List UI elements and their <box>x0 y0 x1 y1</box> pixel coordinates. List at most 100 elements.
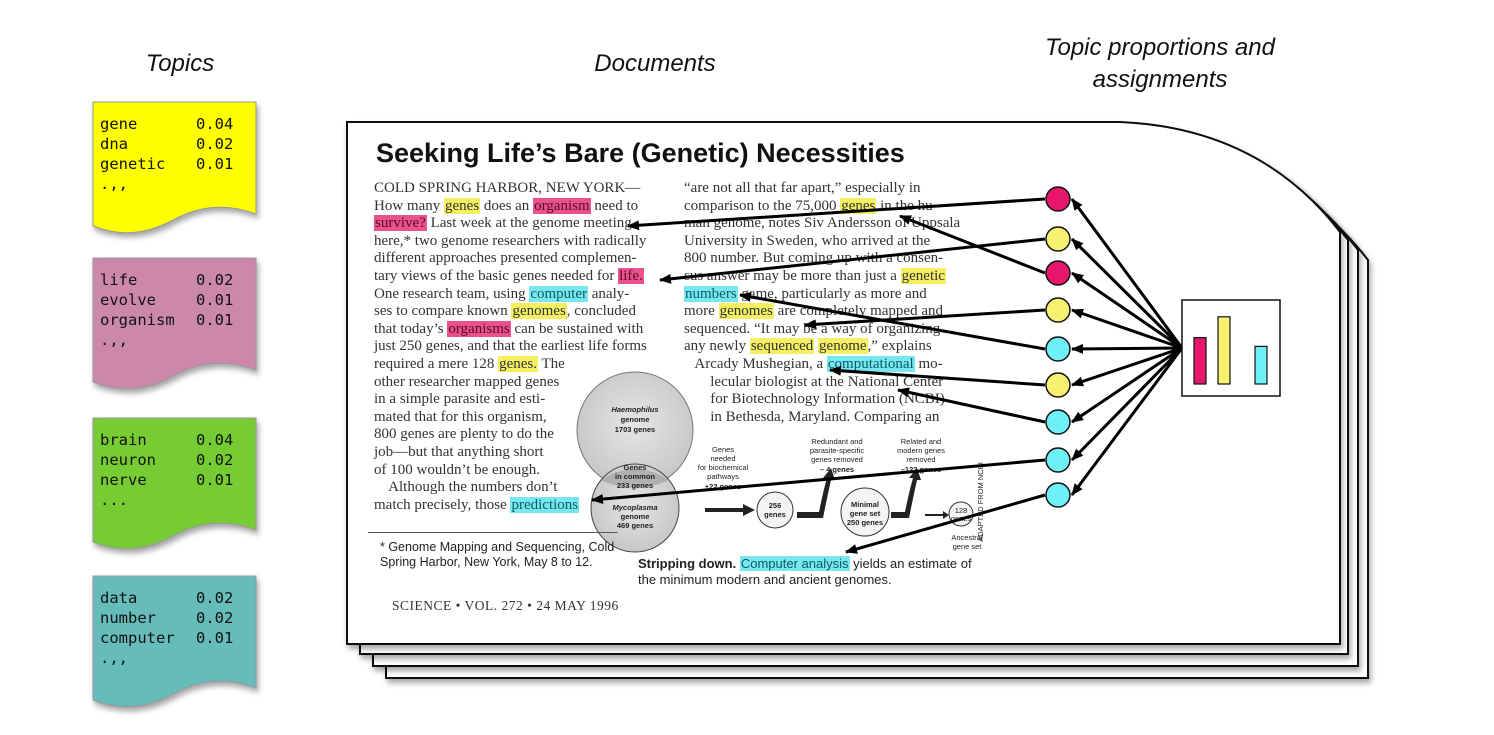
highlighted-word: organisms <box>447 320 511 337</box>
article-line: COLD SPRING HARBOR, NEW YORK— <box>374 180 664 198</box>
redundant-label-3: genes removed <box>811 455 863 464</box>
article-text: One research team, using <box>374 285 530 302</box>
histogram-to-circle-arrow <box>1071 346 1183 387</box>
article-line: “are not all that far apart,” especially… <box>684 180 974 198</box>
assignment-circle-cyan <box>1045 447 1071 473</box>
minimal-label-3: 250 genes <box>847 518 883 527</box>
histogram-to-circle-arrow <box>1071 343 1183 354</box>
article-text: ses to compare known <box>374 303 512 320</box>
topic-card-background <box>92 257 257 390</box>
related-label-3: removed <box>906 455 935 464</box>
article-text: different approaches presented complemen… <box>374 250 637 267</box>
article-text: required a mere 128 <box>374 355 499 372</box>
topic-word: data <box>100 589 138 607</box>
article-line: in a simple parasite and esti- <box>374 391 664 409</box>
related-label-1: Related and <box>901 437 941 446</box>
genes-128-label-1: 128 <box>955 506 968 515</box>
ancestral-label-2: gene set <box>953 542 983 551</box>
genes-256-label-2: genes <box>764 510 786 519</box>
histogram-to-circle-arrow <box>1071 346 1183 424</box>
article-text: Although the numbers don’t <box>374 479 558 496</box>
documents-heading: Documents <box>594 50 716 77</box>
topic-word: computer <box>100 629 175 647</box>
histogram-to-circle-arrow <box>1071 271 1183 350</box>
histogram-bar-cyan <box>1254 345 1268 385</box>
assignment-circle-yellow <box>1045 297 1071 323</box>
article-line: How many genes does an organism need to <box>374 197 664 216</box>
article-line: that today’s organisms can be sustained … <box>374 320 664 339</box>
article-text: more <box>684 303 719 320</box>
topic-card-shape <box>92 101 257 234</box>
topic-more-ellipsis: .,, <box>100 649 128 667</box>
topic-word: gene <box>100 115 138 133</box>
circle-to-word-arrow <box>899 214 1046 275</box>
topic-proportions-heading: Topic proportions and assignments <box>970 32 1350 96</box>
topic-word-probability: 0.01 <box>196 311 234 329</box>
article-text: in a simple parasite and esti- <box>374 391 546 408</box>
article-text: COLD SPRING HARBOR, NEW YORK— <box>374 180 641 196</box>
topic-word: life <box>100 271 138 289</box>
article: Seeking Life’s Bare (Genetic) Necessitie… <box>346 122 1356 632</box>
topic-word: dna <box>100 135 128 153</box>
common-label-2: in common <box>615 472 655 481</box>
article-text: analy- <box>588 285 630 302</box>
article-text: comparison to the 75,000 <box>684 197 841 214</box>
article-left-column: COLD SPRING HARBOR, NEW YORK—How many ge… <box>374 180 664 514</box>
minimal-set-circle <box>840 487 890 537</box>
circle-to-word-arrow <box>804 308 1046 330</box>
histogram-to-circle-arrow <box>1070 198 1184 349</box>
article-text: of 100 wouldn’t be enough. <box>374 461 540 478</box>
highlighted-word: computational <box>826 355 915 372</box>
topic-card-background <box>92 575 257 708</box>
article-line: One research team, using computer analy- <box>374 285 664 304</box>
article-line: lecular biologist at the National Center <box>684 374 974 392</box>
article-line: University in Sweden, who arrived at the <box>684 233 974 251</box>
article-text: does an <box>480 197 534 214</box>
common-label-1: Genes <box>624 463 647 472</box>
article-text: for Biotechnology Information (NCBI) <box>684 391 945 408</box>
mycoplasma-genes-label: 469 genes <box>617 521 653 530</box>
circle-to-word-arrow <box>591 458 1046 505</box>
article-text: match precisely, those <box>374 496 511 513</box>
article-text: that today’s <box>374 320 448 337</box>
highlighted-word: survive? <box>374 215 427 232</box>
article-text: sequenced. “It may be a way of organizin… <box>684 320 941 337</box>
arrow-removed-122 <box>891 468 921 518</box>
mycoplasma-label: Mycoplasma <box>612 503 657 512</box>
topic-word-probability: 0.01 <box>196 155 234 173</box>
related-label-2: modern genes <box>897 446 945 455</box>
assignment-circle-cyan <box>1045 336 1071 362</box>
figure-credit: ADAPTED FROM NCBI <box>976 462 985 542</box>
article-text: mo- <box>914 355 943 372</box>
histogram-to-circle-arrow <box>1070 346 1184 462</box>
highlighted-word: sequenced <box>749 338 815 355</box>
article-text: mated that for this organism, <box>374 408 547 425</box>
highlighted-word: genetic <box>900 267 946 284</box>
assignment-circle-pink <box>1045 186 1071 212</box>
topic-word-probability: 0.04 <box>196 115 234 133</box>
topic-word: brain <box>100 431 147 449</box>
topic-proportions-heading-line1: Topic proportions and <box>1045 34 1275 61</box>
assignment-arrows <box>591 197 1184 554</box>
common-lens <box>601 469 669 488</box>
needed-label-5: +22 genes <box>705 482 741 491</box>
histogram-bar-yellow <box>1217 316 1231 385</box>
journal-citation: SCIENCE • VOL. 272 • 24 MAY 1996 <box>392 598 619 613</box>
article-text: tary views of the basic genes needed for <box>374 267 619 284</box>
topic-word-row: gene 0.04 <box>100 114 233 134</box>
article-text: The <box>538 355 565 372</box>
article-line: here,* two genome researchers with radic… <box>374 233 664 251</box>
topic-more-ellipsis: .,, <box>100 331 128 349</box>
article-line: survive? Last week at the genome meeting <box>374 215 664 233</box>
topic-card-shape <box>92 417 257 550</box>
article-line: sequenced. “It may be a way of organizin… <box>684 321 974 339</box>
assignment-circles <box>1045 186 1071 508</box>
highlighted-word: genomes <box>718 303 774 320</box>
